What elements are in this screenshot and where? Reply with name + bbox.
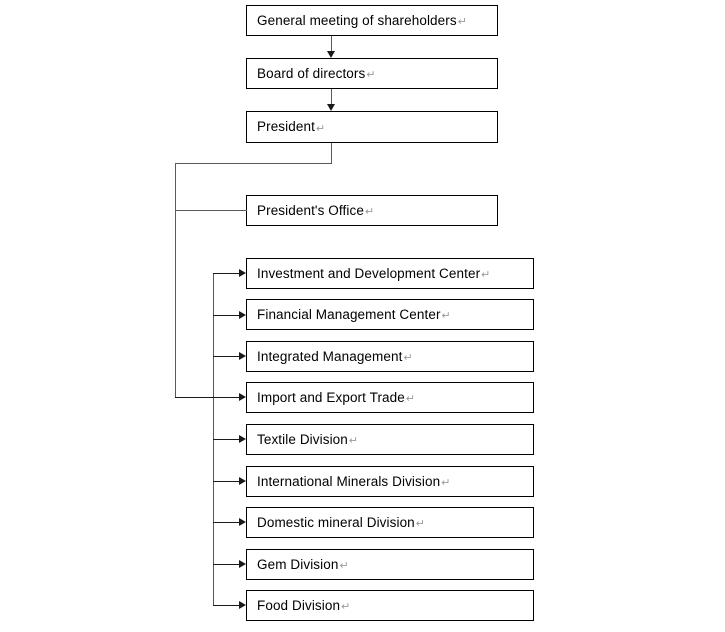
paragraph-mark-icon: ↵ (457, 16, 467, 28)
node-presidents-office[interactable]: President's Office↵ (246, 195, 498, 226)
node-label: Investment and Development Center (257, 265, 481, 281)
connector-to-domestic-mineral-division (213, 522, 240, 523)
arrowhead-down-icon (327, 104, 335, 111)
paragraph-mark-icon: ↵ (441, 477, 451, 489)
arrowhead-right-icon (239, 393, 246, 401)
node-label: Domestic mineral Division (257, 514, 415, 530)
paragraph-mark-icon: ↵ (405, 393, 416, 405)
node-domestic-mineral-division[interactable]: Domestic mineral Division↵ (246, 507, 534, 538)
arrowhead-right-icon (239, 352, 246, 360)
paragraph-mark-icon: ↵ (366, 69, 376, 81)
arrowhead-right-icon (239, 477, 246, 485)
paragraph-mark-icon: ↵ (339, 560, 349, 572)
node-import-and-export-trade[interactable]: Import and Export Trade↵ (246, 382, 534, 413)
connector-to-international-minerals-division (213, 481, 240, 482)
node-label: Financial Management Center (257, 306, 441, 322)
node-financial-management-center[interactable]: Financial Management Center↵ (246, 299, 534, 330)
node-label: Import and Export Trade (257, 389, 405, 405)
node-label: Food Division (257, 597, 341, 613)
node-label: General meeting of shareholders (257, 12, 457, 28)
connector-to-textile-division (213, 439, 240, 440)
connector-to-food-division (213, 605, 240, 606)
connector-to-import-and-export-trade (213, 397, 240, 398)
connector-president-to-office (175, 210, 247, 211)
paragraph-mark-icon: ↵ (403, 352, 413, 364)
connector-to-financial-management-center (213, 315, 240, 316)
paragraph-mark-icon: ↵ (348, 435, 359, 447)
connector-shareholders-to-board (331, 36, 332, 52)
arrowhead-right-icon (239, 311, 246, 319)
node-investment-and-development-center[interactable]: Investment and Development Center↵ (246, 258, 534, 289)
paragraph-mark-icon: ↵ (415, 518, 426, 530)
node-label: President's Office (257, 202, 364, 218)
node-label: President (257, 119, 315, 135)
paragraph-mark-icon: ↵ (315, 122, 326, 135)
connector-outer-vertical-bus (175, 163, 176, 398)
arrowhead-right-icon (239, 518, 246, 526)
node-textile-division[interactable]: Textile Division↵ (246, 424, 534, 455)
node-label: Gem Division (257, 556, 339, 572)
connector-president-elbow-horizontal (175, 163, 332, 164)
node-label: Board of directors (257, 65, 366, 81)
arrowhead-down-icon (327, 51, 335, 58)
node-label: Textile Division (257, 431, 348, 447)
node-board-of-directors[interactable]: Board of directors↵ (246, 58, 498, 89)
node-label: Integrated Management (257, 348, 403, 364)
arrowhead-right-icon (239, 269, 246, 277)
arrowhead-right-icon (239, 435, 246, 443)
node-general-meeting-of-shareholders[interactable]: General meeting of shareholders↵ (246, 5, 498, 36)
node-integrated-management[interactable]: Integrated Management↵ (246, 341, 534, 372)
node-gem-division[interactable]: Gem Division↵ (246, 549, 534, 580)
connector-outer-bus-to-division-bus (175, 397, 215, 398)
node-food-division[interactable]: Food Division↵ (246, 590, 534, 621)
connector-board-to-president (331, 89, 332, 105)
connector-to-integrated-management (213, 356, 240, 357)
node-president[interactable]: President↵ (246, 111, 498, 143)
connector-to-gem-division (213, 564, 240, 565)
connector-to-investment-and-development-center (213, 273, 240, 274)
paragraph-mark-icon: ↵ (441, 310, 451, 322)
arrowhead-right-icon (239, 560, 246, 568)
paragraph-mark-icon: ↵ (364, 206, 375, 218)
connector-president-stem (331, 143, 332, 164)
node-label: International Minerals Division (257, 473, 441, 489)
arrowhead-right-icon (239, 601, 246, 609)
paragraph-mark-icon: ↵ (481, 269, 491, 281)
node-international-minerals-division[interactable]: International Minerals Division↵ (246, 466, 534, 497)
paragraph-mark-icon: ↵ (341, 601, 351, 613)
